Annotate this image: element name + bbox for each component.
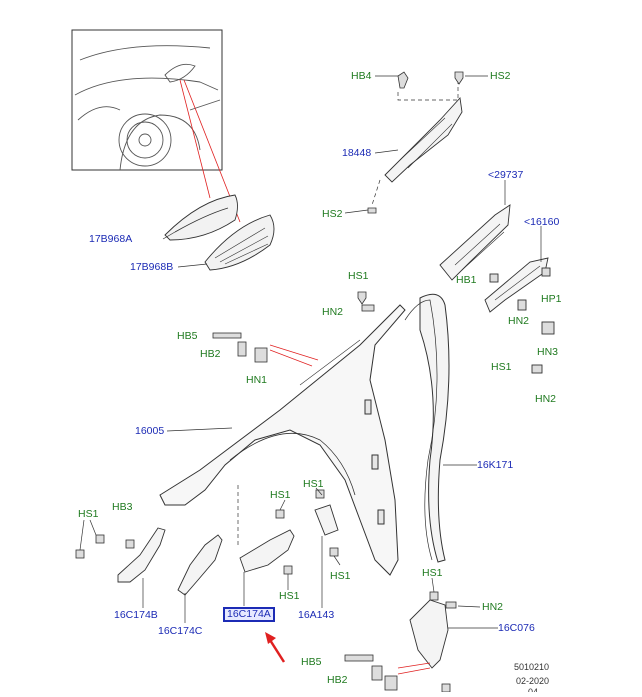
bracket-16C076	[397, 599, 449, 675]
part-label-17B968B[interactable]: 17B968B	[130, 261, 174, 273]
part-label-18448[interactable]: 18448	[342, 147, 372, 159]
fastener-label-hb2-bottom[interactable]: HB2	[327, 674, 348, 686]
side-vent-a	[164, 194, 238, 241]
fastener-label-hn2-right[interactable]: HN2	[535, 393, 557, 405]
fastener-label-hs1-fender-top[interactable]: HS1	[348, 270, 369, 282]
fastener-label-hs1-center-c[interactable]: HS1	[279, 590, 300, 602]
bracket-16C174B	[117, 527, 166, 583]
part-label-16160[interactable]: <16160	[524, 216, 560, 228]
fastener-label-hn2-lower-right[interactable]: HN2	[482, 601, 504, 613]
bracket-18448	[384, 96, 463, 183]
footer-page: 04	[528, 687, 539, 692]
footer-date: 02-2020	[516, 676, 550, 686]
bracket-29737	[439, 204, 511, 281]
fastener-label-hb4[interactable]: HB4	[351, 70, 372, 82]
part-label-16C174C[interactable]: 16C174C	[158, 625, 203, 637]
bracket-16160	[484, 257, 555, 374]
part-label-29737[interactable]: <29737	[488, 169, 524, 181]
fender-leader-lines	[269, 344, 319, 367]
fender-16005	[159, 304, 406, 576]
label-leader-lines	[79, 75, 542, 629]
fastener-label-hb5-left[interactable]: HB5	[177, 330, 198, 342]
part-label-16C174B[interactable]: 16C174B	[114, 609, 158, 621]
fastener-label-hs1-right[interactable]: HS1	[491, 361, 512, 373]
fastener-label-hs1-lower-right[interactable]: HS1	[422, 567, 443, 579]
part-label-17B968A[interactable]: 17B968A	[89, 233, 133, 245]
fastener-label-hn2-bracket[interactable]: HN2	[508, 315, 530, 327]
part-label-16C076[interactable]: 16C076	[498, 622, 535, 634]
fastener-label-hb2-left[interactable]: HB2	[200, 348, 221, 360]
fasteners-top	[367, 71, 464, 214]
fastener-label-hb5-bottom[interactable]: HB5	[301, 656, 322, 668]
part-label-16A143[interactable]: 16A143	[298, 609, 335, 621]
fastener-label-hn1[interactable]: HN1	[246, 374, 268, 386]
bracket-16C174C	[177, 534, 223, 596]
fastener-label-hs2-top[interactable]: HS2	[490, 70, 511, 82]
part-label-16005[interactable]: 16005	[135, 425, 165, 437]
fasteners-lower	[75, 489, 457, 693]
bracket-16C174A	[237, 485, 295, 573]
fastener-label-hs1-16a143[interactable]: HS1	[330, 570, 351, 582]
fastener-label-hp1[interactable]: HP1	[541, 293, 562, 305]
vehicle-inset-view	[71, 29, 223, 171]
side-vent-b	[204, 214, 275, 271]
fastener-label-hb1[interactable]: HB1	[456, 274, 477, 286]
fastener-label-hs1-center[interactable]: HS1	[270, 489, 291, 501]
footer-code: 5010210	[514, 662, 550, 672]
fastener-label-hs2-left[interactable]: HS2	[322, 208, 343, 220]
fastener-label-hs1-lower-left[interactable]: HS1	[78, 508, 99, 520]
fastener-label-hn3[interactable]: HN3	[537, 346, 559, 358]
part-label-16C174A-selected[interactable]: 16C174A	[223, 607, 275, 622]
bracket-16A143	[314, 504, 339, 536]
fastener-label-hn2-fender-top[interactable]: HN2	[322, 306, 344, 318]
fasteners-fender-top	[212, 291, 375, 363]
liner-16K171	[404, 293, 450, 563]
pointer-arrow	[265, 632, 286, 663]
bracket-18448-dashes	[371, 80, 460, 206]
fastener-label-hb3[interactable]: HB3	[112, 501, 133, 513]
part-label-16K171[interactable]: 16K171	[477, 459, 514, 471]
fastener-label-hs1-center-b[interactable]: HS1	[303, 478, 324, 490]
